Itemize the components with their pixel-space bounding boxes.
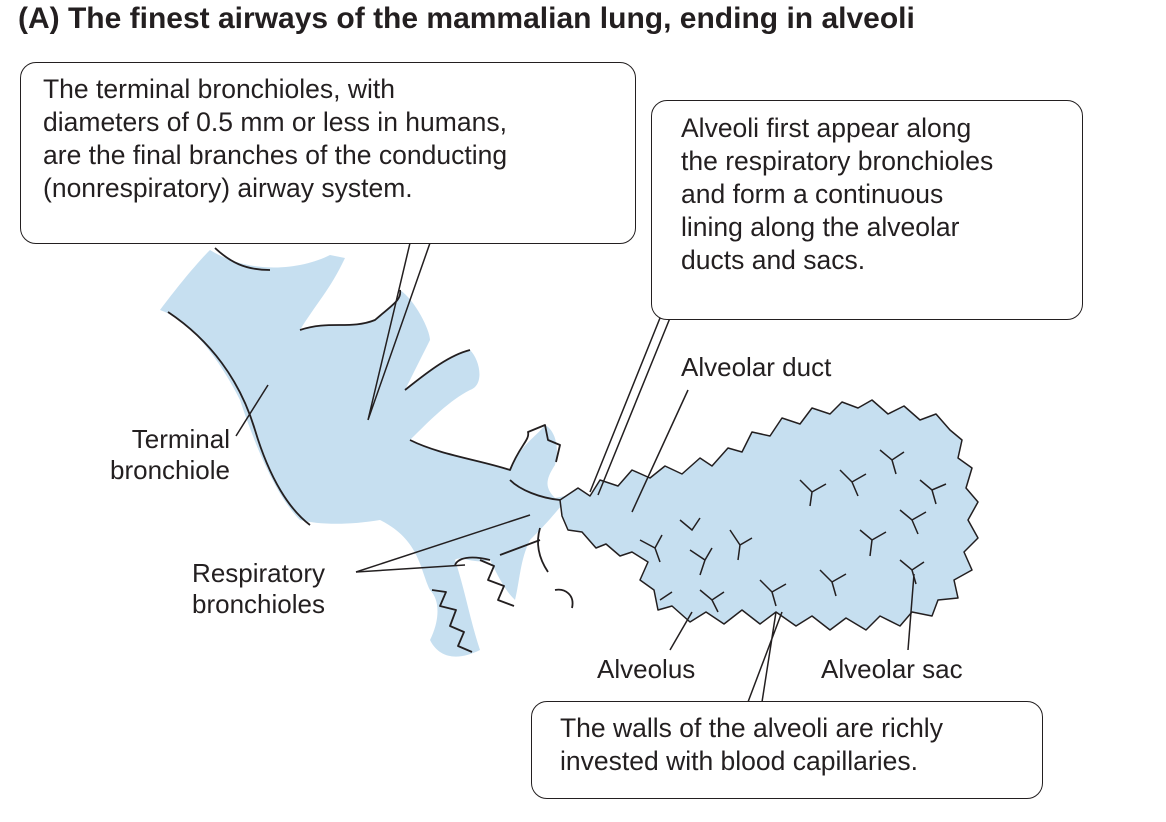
label-line: Respiratory [192,558,325,588]
leader-terminal-callout [367,242,431,421]
terminal-bronchiole-label: Terminal bronchiole [110,424,230,486]
leader-alveolus [669,611,693,651]
callout-line: invested with blood capillaries. [560,746,918,776]
callout-line: The walls of the alveoli are richly [560,713,943,743]
alveolar-region [559,399,979,631]
alveolar-sac-shape [559,399,979,631]
callout-line: the respiratory bronchioles [681,146,994,176]
callout-line: are the final branches of the conducting [43,140,508,170]
callout-line: and form a continuous [681,179,944,209]
airway-tree [160,250,570,657]
callout-line: The terminal bronchioles, with [43,74,396,104]
label-line: bronchiole [110,455,230,485]
alveolus-label: Alveolus [597,654,696,684]
figure-title: (A) The finest airways of the mammalian … [18,2,915,35]
leader-terminal-bronchiole [235,384,269,437]
leader-lines [235,242,915,703]
label-line: bronchioles [192,589,325,619]
leader-walls-callout [747,611,783,703]
callout-line: (nonrespiratory) airway system. [43,173,413,203]
leader-respiratory-1 [355,514,531,573]
leader-alveolar-sac [907,573,915,651]
callout-line: diameters of 0.5 mm or less in humans, [43,107,507,137]
leader-alveolar-duct [631,389,689,513]
alveolar-septa [639,449,947,613]
terminal-bronchiole-shape [160,250,570,657]
alveoli-appear-callout: Alveoli first appear along the respirato… [651,100,1083,320]
respiratory-bronchioles-label: Respiratory bronchioles [192,558,325,620]
leader-respiratory-2 [355,564,466,573]
terminal-bronchiole-callout: The terminal bronchioles, with diameters… [20,62,636,244]
alveolar-walls-callout: The walls of the alveoli are richly inve… [531,701,1043,799]
alveolar-sac-label: Alveolar sac [821,654,963,684]
callout-line: ducts and sacs. [681,245,866,275]
alveolar-duct-label: Alveolar duct [681,352,832,382]
airway-outlines [167,247,574,653]
leader-alveoli-callout [589,317,671,496]
callout-line: Alveoli first appear along [681,113,972,143]
label-line: Terminal [131,424,230,454]
callout-line: lining along the alveolar [681,212,960,242]
